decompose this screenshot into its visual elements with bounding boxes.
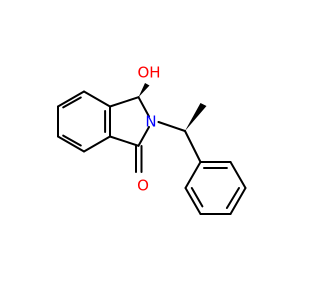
ring-bond <box>137 96 150 118</box>
wedge-bond-oh <box>138 83 150 98</box>
carbonyl-group <box>135 145 143 173</box>
ring-bond <box>57 90 85 108</box>
ring-double-bond <box>190 187 204 208</box>
ch-phenyl-bond <box>184 130 202 163</box>
ring-bond <box>57 135 85 153</box>
n-ch-bond <box>157 121 186 132</box>
nitrogen-label: N <box>145 113 156 131</box>
ring-bond <box>109 96 140 108</box>
ring-bond <box>184 187 202 215</box>
ring-double-bond <box>62 96 82 109</box>
ring-bond <box>109 135 140 147</box>
ring-bond <box>229 161 247 189</box>
structure-svg: OH N O <box>57 64 247 215</box>
molecule-structure: OH N O <box>57 63 247 215</box>
benzo-ring <box>57 90 111 153</box>
phenyl-ring <box>184 161 247 215</box>
wedge-bond-methyl <box>185 103 207 131</box>
ring-double-bond <box>62 134 82 147</box>
ring-bond <box>137 126 150 147</box>
ring-bond <box>83 135 111 153</box>
ring-double-bond <box>225 187 240 209</box>
ring-bond <box>83 90 111 108</box>
carbonyl-oxygen-label: O <box>137 177 149 195</box>
ring-bond <box>229 187 247 215</box>
lactam-ring <box>109 96 150 147</box>
ring-bond <box>184 161 202 189</box>
hydroxyl-label: OH <box>137 64 160 82</box>
